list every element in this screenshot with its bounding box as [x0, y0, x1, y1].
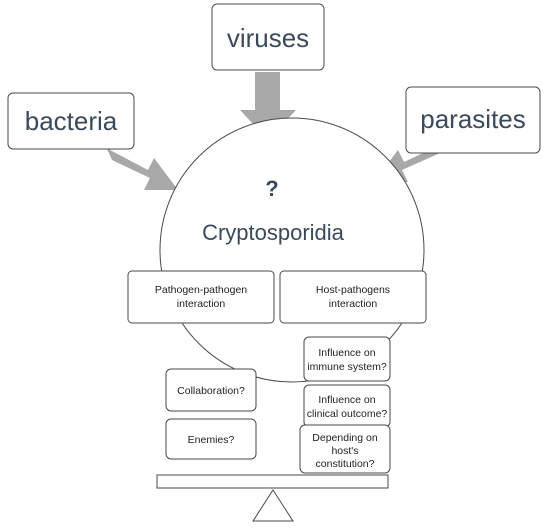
question-mark: ?	[265, 176, 278, 201]
bacteria-box: bacteria	[7, 92, 135, 150]
viruses-box: viruses	[211, 3, 325, 71]
host-constitution-line3: constitution?	[316, 458, 375, 470]
immune-system-box: Influence on immune system?	[303, 336, 391, 382]
host-constitution-box: Depending on host's constitution?	[299, 424, 391, 474]
center-title: Cryptosporidia	[202, 220, 345, 245]
pathogen-interaction-box: Pathogen-pathogen interaction	[127, 270, 275, 324]
host-interaction-line1: Host-pathogens	[316, 284, 390, 296]
immune-system-line2: immune system?	[307, 361, 387, 373]
clinical-outcome-line1: Influence on	[318, 394, 375, 406]
pathogen-interaction-line2: interaction	[177, 298, 226, 310]
collaboration-box: Collaboration?	[165, 368, 257, 412]
clinical-outcome-line2: clinical outcome?	[307, 408, 388, 420]
parasites-box: parasites	[405, 86, 541, 154]
host-constitution-line2: host's	[331, 445, 358, 457]
bacteria-label: bacteria	[25, 106, 118, 136]
immune-system-line1: Influence on	[318, 347, 375, 359]
enemies-label: Enemies?	[188, 434, 235, 446]
balance-beam	[156, 474, 389, 489]
arrow-bacteria	[102, 138, 178, 190]
parasites-label: parasites	[420, 104, 526, 134]
enemies-box: Enemies?	[165, 418, 257, 460]
host-interaction-box: Host-pathogens interaction	[279, 270, 427, 324]
host-constitution-line1: Depending on	[312, 432, 378, 444]
balance-fulcrum	[252, 489, 294, 522]
host-interaction-line2: interaction	[329, 298, 378, 310]
pathogen-interaction-line1: Pathogen-pathogen	[155, 284, 247, 296]
collaboration-label: Collaboration?	[177, 385, 245, 397]
clinical-outcome-box: Influence on clinical outcome?	[303, 384, 391, 428]
viruses-label: viruses	[227, 23, 309, 53]
